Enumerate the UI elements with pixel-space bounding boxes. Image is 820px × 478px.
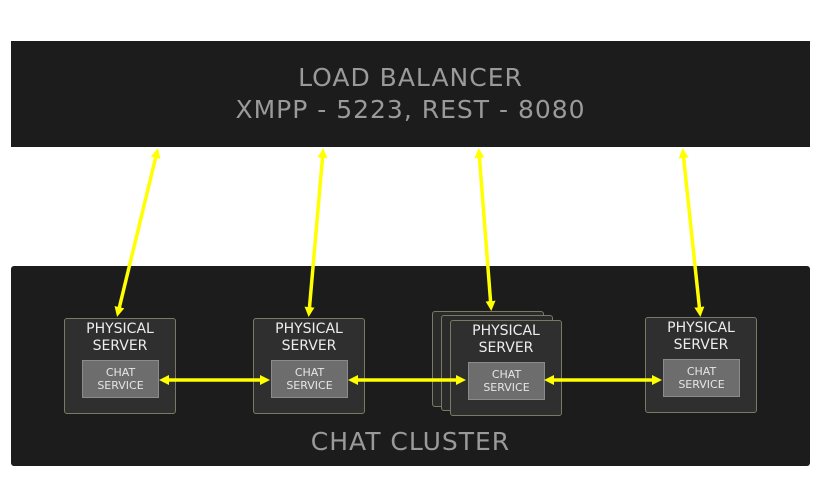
physical-server-label: PHYSICAL SERVER	[86, 321, 154, 354]
chat-service-box: CHAT SERVICE	[663, 359, 740, 397]
physical-server-4: PHYSICAL SERVER CHAT SERVICE	[645, 317, 757, 413]
physical-server-label: PHYSICAL SERVER	[667, 320, 735, 353]
physical-server-3: PHYSICAL SERVER CHAT SERVICE	[450, 320, 562, 416]
chat-service-box: CHAT SERVICE	[82, 360, 159, 398]
chat-cluster-label: CHAT CLUSTER	[310, 427, 511, 456]
chat-service-box: CHAT SERVICE	[468, 362, 545, 400]
load-balancer-title: LOAD BALANCER	[298, 63, 523, 92]
load-balancer-ports: XMPP - 5223, REST - 8080	[235, 95, 586, 124]
physical-server-label: PHYSICAL SERVER	[472, 323, 540, 356]
physical-server-1: PHYSICAL SERVER CHAT SERVICE	[64, 318, 176, 414]
physical-server-label: PHYSICAL SERVER	[275, 321, 343, 354]
load-balancer-box: LOAD BALANCER XMPP - 5223, REST - 8080	[11, 41, 810, 147]
physical-server-2: PHYSICAL SERVER CHAT SERVICE	[253, 318, 365, 414]
chat-service-box: CHAT SERVICE	[271, 360, 348, 398]
